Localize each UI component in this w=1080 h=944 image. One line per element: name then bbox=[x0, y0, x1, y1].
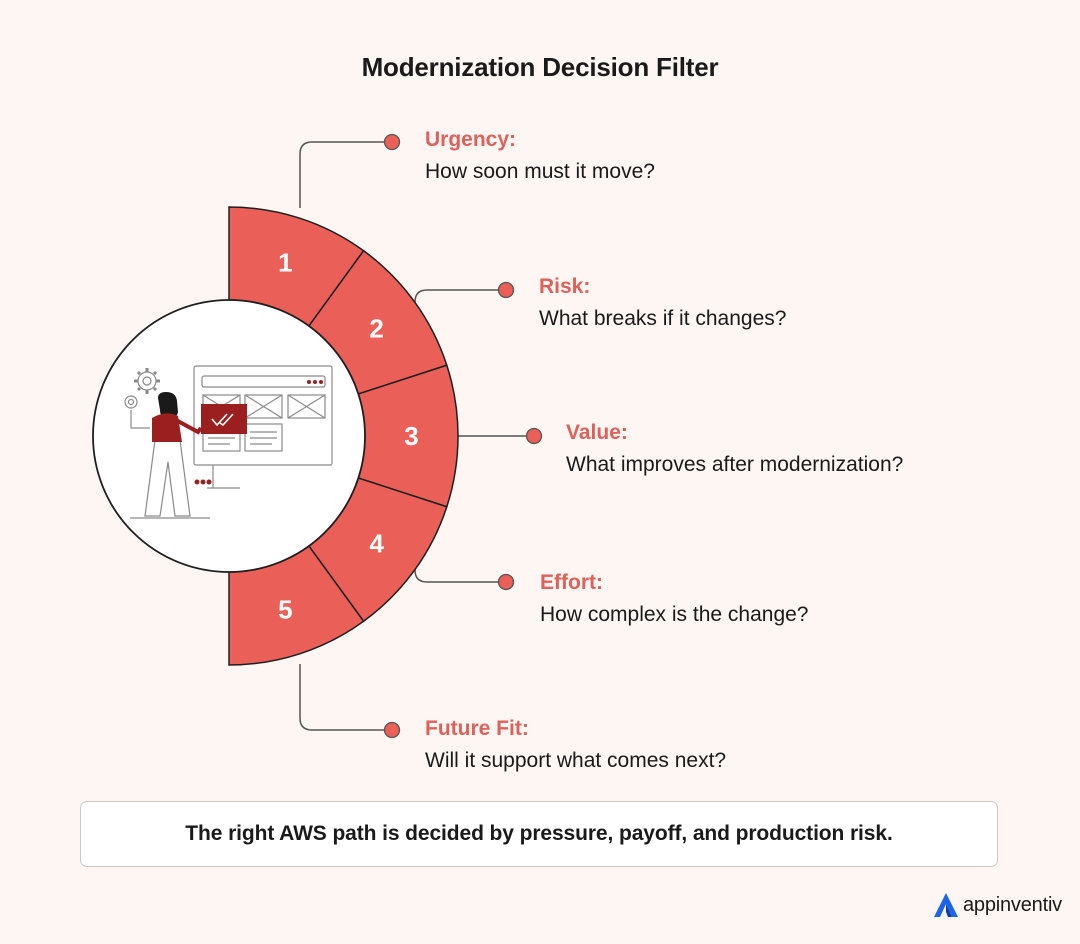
item-future-fit: Future Fit: Will it support what comes n… bbox=[425, 716, 726, 773]
endpoint-dot-5 bbox=[383, 721, 401, 739]
connector-line-1 bbox=[299, 141, 390, 208]
item-label: Value: bbox=[566, 421, 628, 444]
endpoint-dot-4 bbox=[497, 573, 515, 591]
item-risk: Risk: What breaks if it changes? bbox=[539, 274, 786, 331]
item-urgency: Urgency: How soon must it move? bbox=[425, 127, 655, 184]
inner-circle bbox=[92, 299, 366, 573]
item-question: What breaks if it changes? bbox=[539, 307, 787, 331]
item-effort: Effort: How complex is the change? bbox=[540, 570, 808, 627]
segment-number-1: 1 bbox=[278, 247, 292, 277]
connector-line-4 bbox=[414, 568, 505, 583]
brand: appinventiv bbox=[932, 891, 1062, 919]
page-title: Modernization Decision Filter bbox=[361, 52, 719, 82]
item-question: How complex is the change? bbox=[540, 603, 809, 627]
endpoint-dots bbox=[383, 133, 543, 739]
item-label: Urgency: bbox=[425, 128, 517, 151]
item-question: How soon must it move? bbox=[425, 160, 655, 184]
person-at-screen-illustration bbox=[124, 365, 333, 519]
endpoint-dot-3 bbox=[525, 427, 543, 445]
item-value: Value: What improves after modernization… bbox=[566, 420, 903, 477]
decision-filter-diagram: 1 2 3 4 5 bbox=[92, 133, 543, 739]
segment-number-2: 2 bbox=[369, 314, 383, 344]
connector-line-5 bbox=[299, 664, 390, 731]
summary-box: The right AWS path is decided by pressur… bbox=[80, 801, 998, 867]
segment-number-5: 5 bbox=[278, 595, 292, 625]
connector-line-2 bbox=[414, 289, 505, 304]
item-label: Effort: bbox=[540, 571, 603, 594]
brand-name: appinventiv bbox=[963, 893, 1062, 916]
segment-number-4: 4 bbox=[369, 528, 384, 558]
item-label: Future Fit: bbox=[425, 717, 529, 740]
segment-number-3: 3 bbox=[404, 421, 418, 451]
item-label: Risk: bbox=[539, 275, 591, 298]
appinventiv-logo-icon bbox=[934, 893, 958, 917]
item-question: What improves after modernization? bbox=[566, 453, 904, 477]
endpoint-dot-1 bbox=[383, 133, 401, 151]
summary-text: The right AWS path is decided by pressur… bbox=[185, 822, 893, 845]
endpoint-dot-2 bbox=[497, 281, 515, 299]
item-question: Will it support what comes next? bbox=[425, 749, 727, 773]
